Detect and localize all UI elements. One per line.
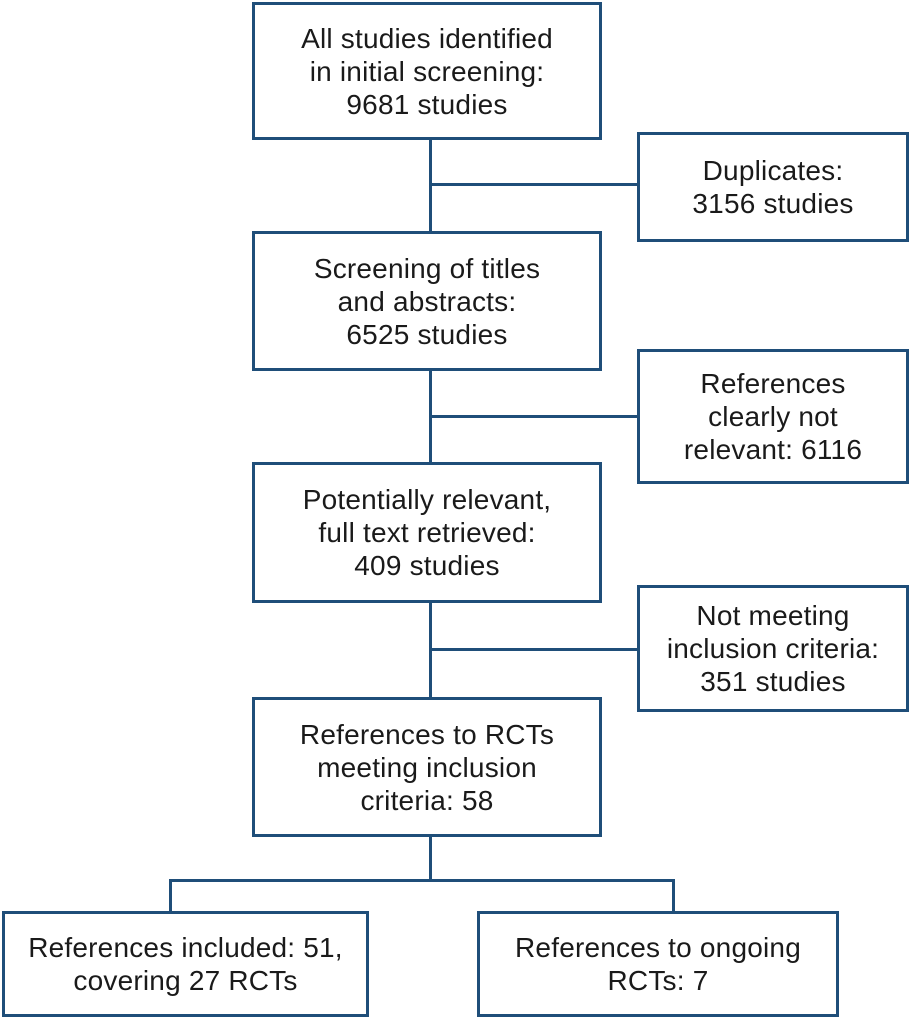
box-not-relevant: References clearly not relevant: 6116 <box>637 349 909 484</box>
box-duplicates-line-2: 3156 studies <box>692 188 854 219</box>
connector-to-not-relevant <box>429 415 640 418</box>
box-not-relevant-line-1: References <box>700 368 846 399</box>
box-not-relevant-line-3: relevant: 6116 <box>683 434 863 465</box>
connector-to-duplicates <box>429 183 640 186</box>
box-rct-references: References to RCTs meeting inclusion cri… <box>252 697 602 837</box>
box-ongoing-rcts: References to ongoing RCTs: 7 <box>477 911 839 1017</box>
box-not-meeting-criteria-line-2: inclusion criteria: <box>666 633 880 664</box>
box-ongoing-rcts-line-2: RCTs: 7 <box>607 965 709 996</box>
box-references-included-line-1: References included: 51, <box>28 932 343 963</box>
box-ongoing-rcts-line-1: References to ongoing <box>515 932 801 963</box>
box-full-text-retrieved-line-2: full text retrieved: <box>318 517 536 548</box>
box-references-included: References included: 51, covering 27 RCT… <box>2 911 369 1017</box>
box-full-text-retrieved: Potentially relevant, full text retrieve… <box>252 462 602 603</box>
connector-rcts-down <box>429 834 432 881</box>
box-full-text-retrieved-line-3: 409 studies <box>354 550 500 581</box>
box-not-meeting-criteria-line-1: Not meeting <box>696 600 850 631</box>
box-initial-screening-line-2: in initial screening: <box>309 55 545 87</box>
box-not-meeting-criteria: Not meeting inclusion criteria: 351 stud… <box>637 585 909 712</box>
connector-to-ongoing <box>672 879 675 914</box>
box-initial-screening-line-3: 9681 studies <box>346 88 508 120</box>
box-title-abstract-screening: Screening of titles and abstracts: 6525 … <box>252 231 602 371</box>
connector-to-included <box>169 879 172 914</box>
connector-to-not-meeting <box>429 648 640 651</box>
box-duplicates-line-1: Duplicates: <box>702 155 844 186</box>
box-title-abstract-screening-line-2: and abstracts: <box>337 285 517 317</box>
box-title-abstract-screening-line-1: Screening of titles <box>313 252 541 284</box>
box-not-meeting-criteria-line-3: 351 studies <box>700 666 846 697</box>
box-rct-references-line-2: meeting inclusion <box>317 751 537 783</box>
box-rct-references-line-3: criteria: 58 <box>360 784 494 816</box>
box-rct-references-line-1: References to RCTs <box>299 718 555 750</box>
box-duplicates: Duplicates: 3156 studies <box>637 132 909 242</box>
box-initial-screening: All studies identified in initial screen… <box>252 2 602 140</box>
box-references-included-line-2: covering 27 RCTs <box>73 965 298 996</box>
box-initial-screening-line-1: All studies identified <box>301 22 553 54</box>
box-title-abstract-screening-line-3: 6525 studies <box>346 318 508 350</box>
connector-split-bar <box>169 879 675 882</box>
box-full-text-retrieved-line-1: Potentially relevant, <box>302 484 552 515</box>
box-not-relevant-line-2: clearly not <box>708 401 838 432</box>
